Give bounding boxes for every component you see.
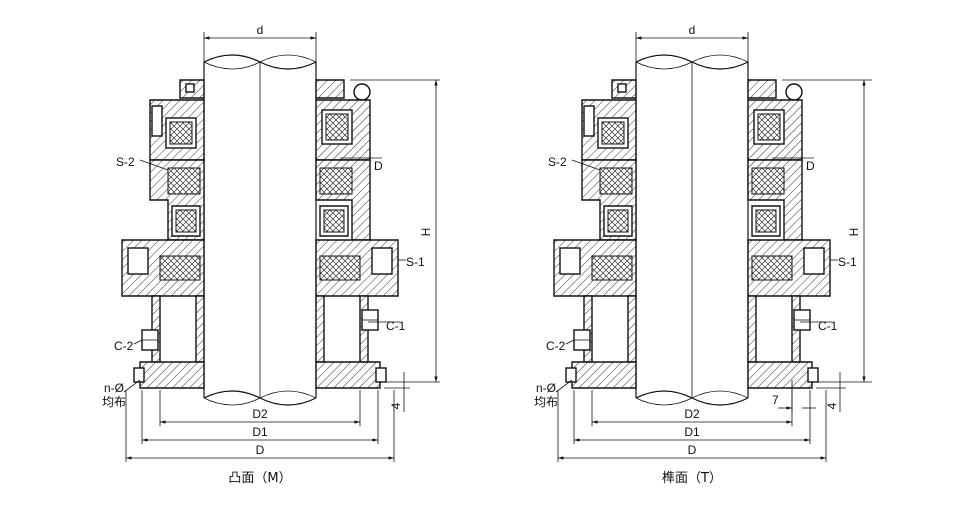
label-d1: D1 xyxy=(684,425,700,439)
label-c1: C-1 xyxy=(818,319,838,333)
label-d: d xyxy=(257,23,264,37)
label-s1: S-1 xyxy=(406,255,425,269)
label-d2: D2 xyxy=(684,407,700,421)
label-d: d xyxy=(689,23,696,37)
dim-d: d xyxy=(203,23,317,62)
dim-d1: D1 xyxy=(573,390,811,444)
dim-h: H xyxy=(350,79,440,383)
figure-t: d H 4 7 S-2 D S-1 C-1 C-2 n-Ø 均布 xyxy=(534,23,872,486)
label-s2: S-2 xyxy=(116,155,135,169)
label-four: 4 xyxy=(389,402,403,409)
dim-4: 4 xyxy=(384,372,410,412)
label-bolt-a: n-Ø xyxy=(104,381,124,395)
label-seven: 7 xyxy=(772,393,779,407)
label-small-d: D xyxy=(806,159,815,173)
dim-d2: D2 xyxy=(159,390,361,426)
caption-t: 榫面（T） xyxy=(662,471,722,486)
label-d2: D2 xyxy=(252,407,268,421)
dim-d1: D1 xyxy=(141,390,379,444)
label-bolt-a: n-Ø xyxy=(536,381,556,395)
label-s2: S-2 xyxy=(548,155,567,169)
label-d-outer: D xyxy=(688,443,697,457)
label-c2: C-2 xyxy=(546,339,566,353)
dim-d-outer: D xyxy=(557,390,827,462)
label-small-d: D xyxy=(374,159,383,173)
dim-4: 4 xyxy=(816,372,846,412)
figure-m: d H 4 S-2 D S-1 C-1 C-2 n-Ø 均布 xyxy=(102,23,440,486)
label-c1: C-1 xyxy=(386,319,406,333)
label-h: H xyxy=(847,228,861,237)
label-four: 4 xyxy=(825,402,839,409)
label-bolt-b: 均布 xyxy=(102,395,126,409)
label-d-outer: D xyxy=(256,443,265,457)
label-s1: S-1 xyxy=(838,255,857,269)
caption-m: 凸面（M） xyxy=(228,471,291,486)
label-c2: C-2 xyxy=(114,339,134,353)
label-bolt-b: 均布 xyxy=(534,395,558,409)
dim-h: H xyxy=(782,79,872,383)
dim-d2: D2 xyxy=(591,390,793,426)
label-h: H xyxy=(419,228,433,237)
dim-d: d xyxy=(635,23,749,62)
dim-d-outer: D xyxy=(125,390,395,462)
label-d1: D1 xyxy=(252,425,268,439)
